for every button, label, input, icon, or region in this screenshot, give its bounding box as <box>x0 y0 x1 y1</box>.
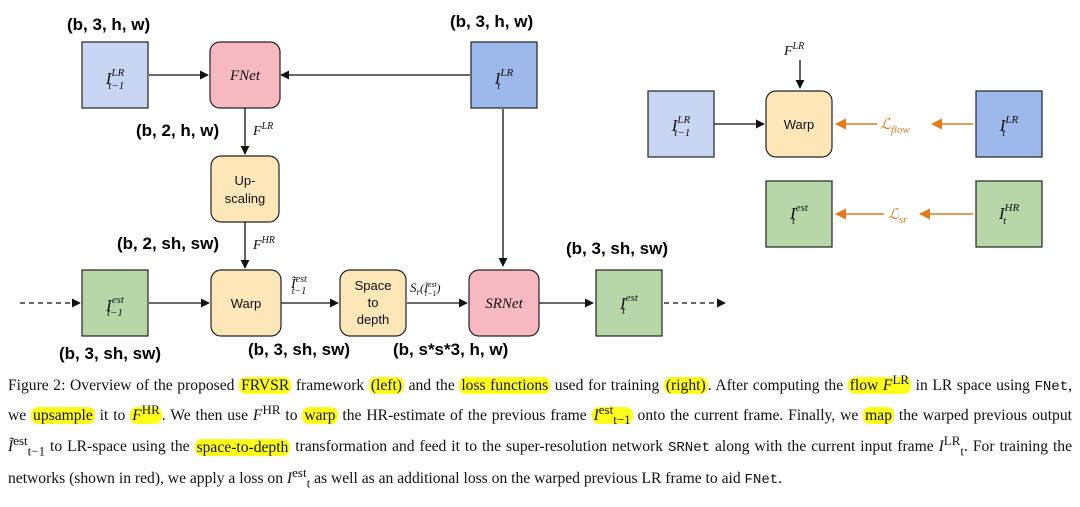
loss-sr-label: ℒsr <box>888 207 908 226</box>
node-curr-lr <box>470 41 538 109</box>
node-warp-label: Warp <box>231 296 262 311</box>
node-srnet <box>468 269 540 337</box>
node-s2d-line3: depth <box>357 312 390 327</box>
right-node-hr <box>975 180 1043 248</box>
node-s2d-line2: to <box>368 295 379 310</box>
right-node-curr-lr <box>975 90 1043 158</box>
node-srnet-label: SRNet <box>485 296 523 312</box>
right-node-warp-label: Warp <box>784 117 815 132</box>
node-fnet-label: FNet <box>229 68 261 84</box>
loss-flow-label: ℒflow <box>880 117 910 136</box>
node-upscaling <box>210 155 280 223</box>
shape-s2d: (b, s*s*3, h, w) <box>393 340 508 359</box>
right-node-prev-lr <box>647 90 715 158</box>
shape-curr-est: (b, 3, sh, sw) <box>566 239 668 258</box>
shape-prev-est: (b, 3, sh, sw) <box>59 344 161 363</box>
label-f-lr: FLR <box>252 121 273 139</box>
shape-flow-lr: (b, 2, h, w) <box>136 121 219 140</box>
node-space-to-depth <box>339 269 407 337</box>
label-f-hr: FHR <box>252 235 275 253</box>
node-prev-lr <box>81 41 149 109</box>
node-prev-est <box>81 269 149 337</box>
figure-caption: Figure 2: Overview of the proposed FRVSR… <box>8 372 1072 491</box>
node-fnet <box>209 41 281 109</box>
shape-prev-lr: (b, 3, h, w) <box>67 15 150 34</box>
node-s2d-line1: Space <box>355 278 392 293</box>
shape-flow-hr: (b, 2, sh, sw) <box>117 234 219 253</box>
node-upscaling-line2: scaling <box>225 191 265 206</box>
right-node-est <box>765 180 833 248</box>
shape-warped: (b, 3, sh, sw) <box>248 340 350 359</box>
shape-curr-lr: (b, 3, h, w) <box>450 12 533 31</box>
node-upscaling-line1: Up- <box>235 173 256 188</box>
node-warp <box>210 269 282 337</box>
right-node-warp <box>765 90 833 158</box>
right-label-f-lr: FLR <box>783 41 804 59</box>
node-curr-est <box>595 269 663 337</box>
